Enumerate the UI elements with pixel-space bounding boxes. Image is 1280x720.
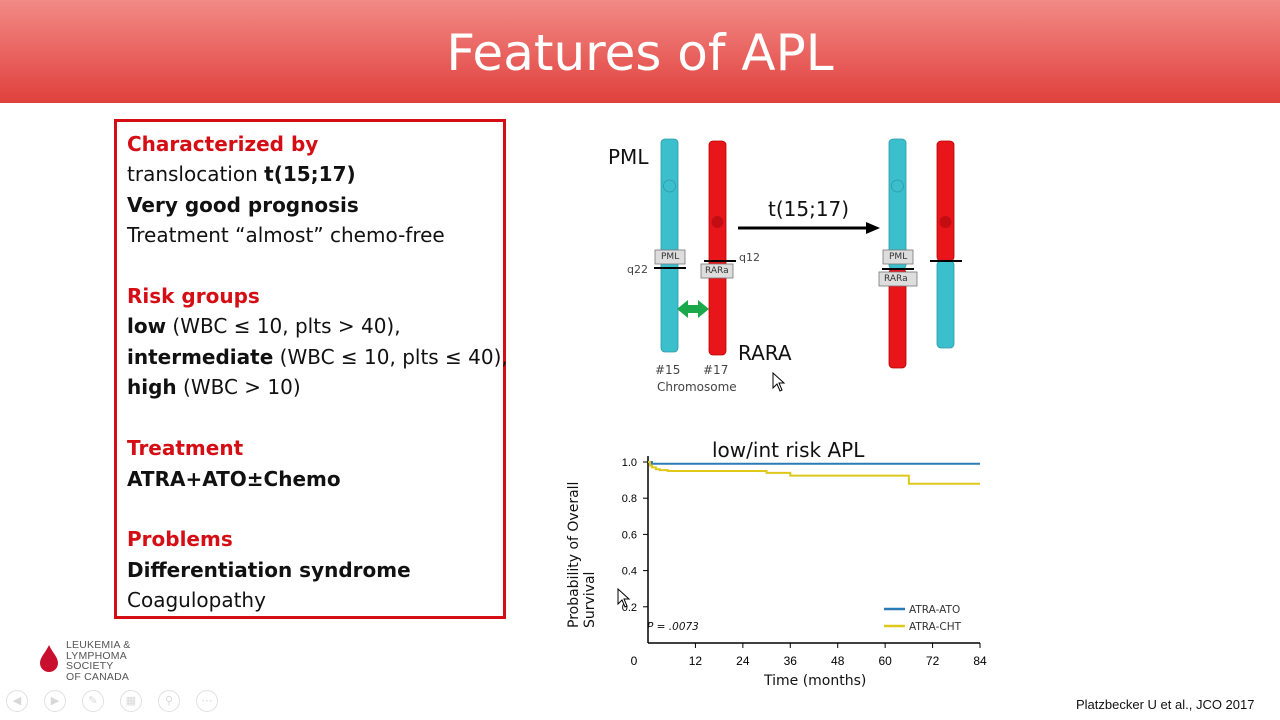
panel-line-low: low (WBC ≤ 10, plts > 40),	[127, 314, 401, 338]
legend-label-atra-ato: ATRA-ATO	[909, 604, 961, 616]
panel-line-high: high (WBC > 10)	[127, 375, 301, 399]
x-tick-label: 12	[689, 654, 703, 668]
x-tick-label: 36	[784, 654, 798, 668]
y-tick-label: 0.8	[622, 493, 637, 505]
x-tick-label: 48	[831, 654, 845, 668]
panel-line-coagulopathy: Coagulopathy	[127, 588, 266, 612]
x-tick-label: 60	[878, 654, 892, 668]
panel-line-prognosis: Very good prognosis	[127, 193, 359, 217]
exchange-arrow	[677, 300, 709, 318]
chart-title: low/int risk APL	[712, 438, 865, 462]
legend-label-atra-cht: ATRA-CHT	[909, 621, 962, 633]
prev-slide-icon[interactable]: ◀	[6, 690, 28, 712]
derivative-chromosome-17-bottom	[936, 260, 955, 349]
features-panel: Characterized by translocation t(15;17) …	[114, 119, 508, 619]
q22-label: q22	[627, 263, 648, 276]
panel-line-atra: ATRA+ATO±Chemo	[127, 467, 341, 491]
blood-drop-icon	[40, 645, 58, 672]
derivative-chromosome-17-top	[936, 140, 955, 262]
zoom-icon[interactable]: ⚲	[158, 690, 180, 712]
more-icon[interactable]: ⋯	[196, 690, 218, 712]
rara-box-label-fused: RARa	[884, 274, 908, 284]
x-tick-label: 72	[926, 654, 940, 668]
chromosome-17-label: #17	[703, 363, 729, 377]
y-tick-label: 0.4	[622, 566, 637, 578]
pen-icon[interactable]: ✎	[82, 690, 104, 712]
slide-title: Features of APL	[446, 24, 834, 82]
p-value-annotation: P = .0073	[647, 621, 699, 633]
y-tick-label: 1.0	[622, 457, 637, 469]
chromosome-17	[708, 140, 727, 356]
x-axis-label: Time (months)	[764, 673, 867, 689]
lls-canada-logo: LEUKEMIA & LYMPHOMA SOCIETY OF CANADA	[36, 636, 146, 686]
panel-heading-characterized: Characterized by	[127, 132, 319, 156]
slide-header: Features of APL	[0, 0, 1280, 103]
mouse-cursor-icon-2	[617, 588, 631, 608]
panel-heading-treatment: Treatment	[127, 436, 244, 460]
panel-line-translocation: translocation t(15;17)	[127, 162, 356, 186]
pml-box-label: PML	[661, 252, 680, 262]
rara-label: RARA	[738, 341, 792, 365]
pml-box-label-fused: PML	[889, 252, 908, 262]
chromosome-15	[660, 138, 679, 353]
panel-line-chemo-free: Treatment “almost” chemo-free	[127, 223, 445, 247]
x-tick-label: 0	[631, 654, 638, 668]
x-tick-label: 84	[973, 654, 987, 668]
y-tick-label: 0.6	[622, 529, 637, 541]
x-tick-label: 24	[736, 654, 750, 668]
next-slide-icon[interactable]: ▶	[44, 690, 66, 712]
series-line-atra-cht	[648, 461, 980, 485]
chromosome-15-label: #15	[655, 363, 681, 377]
derivative-chromosome-15-top	[888, 138, 907, 270]
rara-box-label: RARa	[705, 266, 729, 276]
chromosome-label: Chromosome	[657, 380, 737, 394]
panel-heading-problems: Problems	[127, 527, 233, 551]
translocation-label: t(15;17)	[768, 197, 850, 221]
citation: Platzbecker U et al., JCO 2017	[1076, 697, 1255, 712]
pml-label: PML	[608, 145, 649, 169]
mouse-cursor-icon	[772, 372, 786, 392]
y-axis-label: Probability of Overall Survival	[566, 481, 598, 628]
series-line-atra-ato	[648, 461, 980, 465]
q12-label: q12	[739, 251, 760, 264]
logo-text: LEUKEMIA & LYMPHOMA SOCIETY OF CANADA	[66, 639, 131, 683]
slides-icon[interactable]: ▦	[120, 690, 142, 712]
panel-line-intermediate: intermediate (WBC ≤ 10, plts ≤ 40),	[127, 345, 508, 369]
panel-heading-risk: Risk groups	[127, 284, 260, 308]
panel-line-differentiation: Differentiation syndrome	[127, 558, 411, 582]
